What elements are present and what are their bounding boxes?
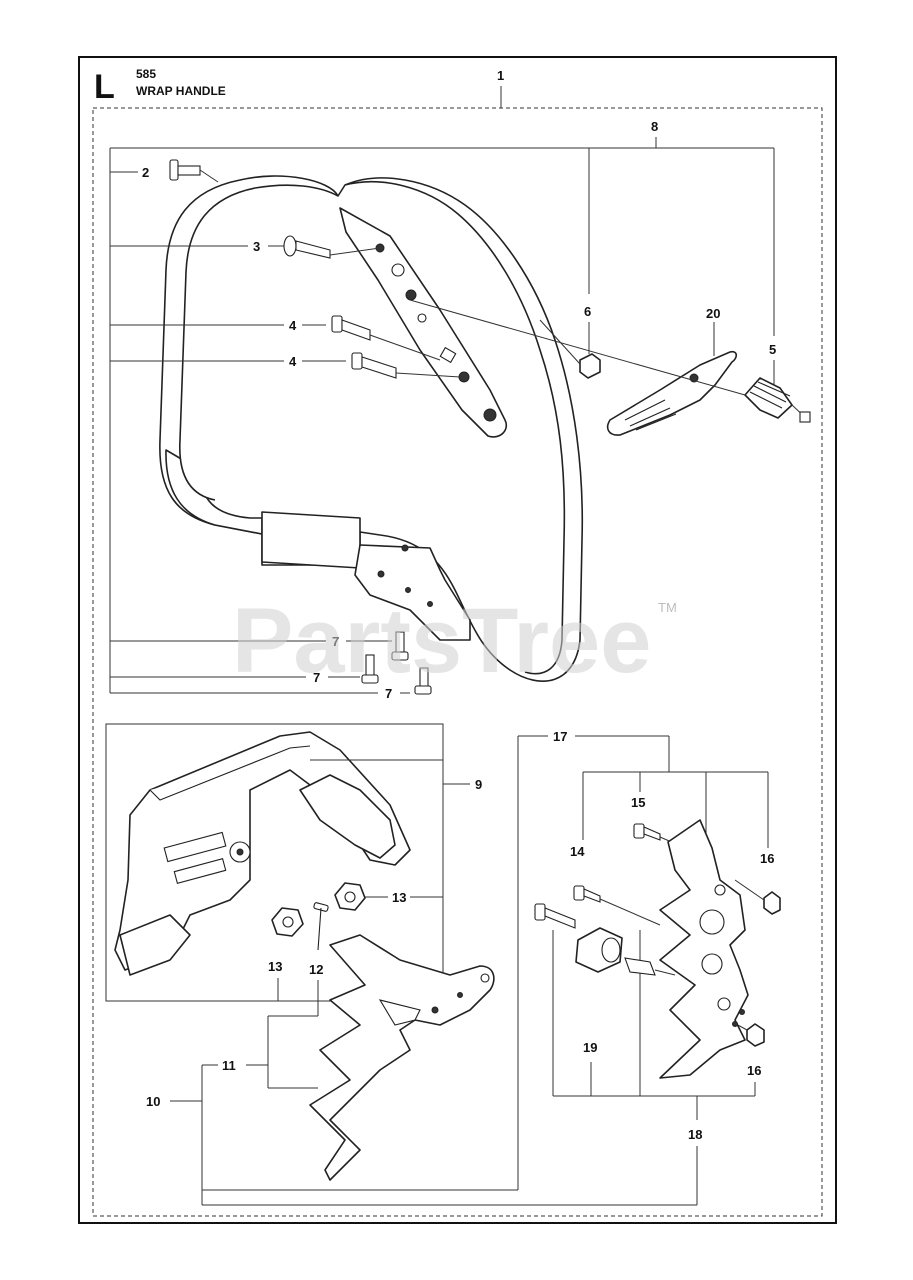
callout-16-bottom[interactable]: 16 [747,1063,761,1078]
bumper-bracket-lines [517,735,769,1205]
nut-13-left [271,907,304,1001]
upper-group-bracket [109,137,775,693]
callout-19[interactable]: 19 [583,1040,597,1055]
nut-6 [539,319,601,379]
callout-2[interactable]: 2 [142,165,149,180]
bolt-2 [110,159,219,183]
callout-5[interactable]: 5 [769,342,776,357]
callout-4-lower[interactable]: 4 [289,354,297,369]
callout-15[interactable]: 15 [631,795,645,810]
cover-bracket-lines [310,724,470,898]
nut-13-right [334,882,388,911]
bolt-3 [110,235,381,259]
bolt-15 [633,823,691,851]
callout-3[interactable]: 3 [253,239,260,254]
callout-7-top[interactable]: 7 [332,634,339,649]
bumper-plate [659,819,749,1079]
bolts-7 [110,631,432,695]
callout-12[interactable]: 12 [309,962,323,977]
nut-16-top [734,879,781,915]
callout-9[interactable]: 9 [475,777,482,792]
watermark: PartsTree [232,590,651,692]
callout-7-bottom[interactable]: 7 [385,686,392,701]
clutch-cover-9 [114,731,411,976]
spring-5 [409,299,811,423]
long-bolt [534,903,576,929]
diagram-title: WRAP HANDLE [136,84,226,98]
model-number: 585 [136,67,156,81]
callout-20[interactable]: 20 [706,306,720,321]
callout-7-mid[interactable]: 7 [313,670,320,685]
felling-dog-11 [309,934,495,1181]
outer-frame [78,56,837,1224]
bolt-14 [573,885,661,926]
wrap-handle-bar [159,175,584,682]
callout-18[interactable]: 18 [688,1127,702,1142]
watermark-trademark: TM [658,600,677,615]
callout-16-top[interactable]: 16 [760,851,774,866]
callout-14[interactable]: 14 [570,844,585,859]
callout-13-right[interactable]: 13 [392,890,406,905]
callout-6[interactable]: 6 [584,304,591,319]
callout-8[interactable]: 8 [651,119,658,134]
callout-13-left[interactable]: 13 [268,959,282,974]
callout-10[interactable]: 10 [146,1094,160,1109]
screw-12 [313,902,329,1016]
callout-11[interactable]: 11 [222,1058,236,1073]
bolt-4-lower [110,352,461,379]
callout-1[interactable]: 1 [497,68,504,83]
bolt-4-upper [110,315,441,361]
buffer-plate-20 [606,322,738,436]
lower-left-bracket-lines [170,1015,697,1206]
callout-17[interactable]: 17 [553,729,567,744]
section-letter: L [94,68,115,106]
sleeve-19 [575,927,676,976]
callout-4-upper[interactable]: 4 [289,318,297,333]
assembly-boundary [92,107,823,1217]
